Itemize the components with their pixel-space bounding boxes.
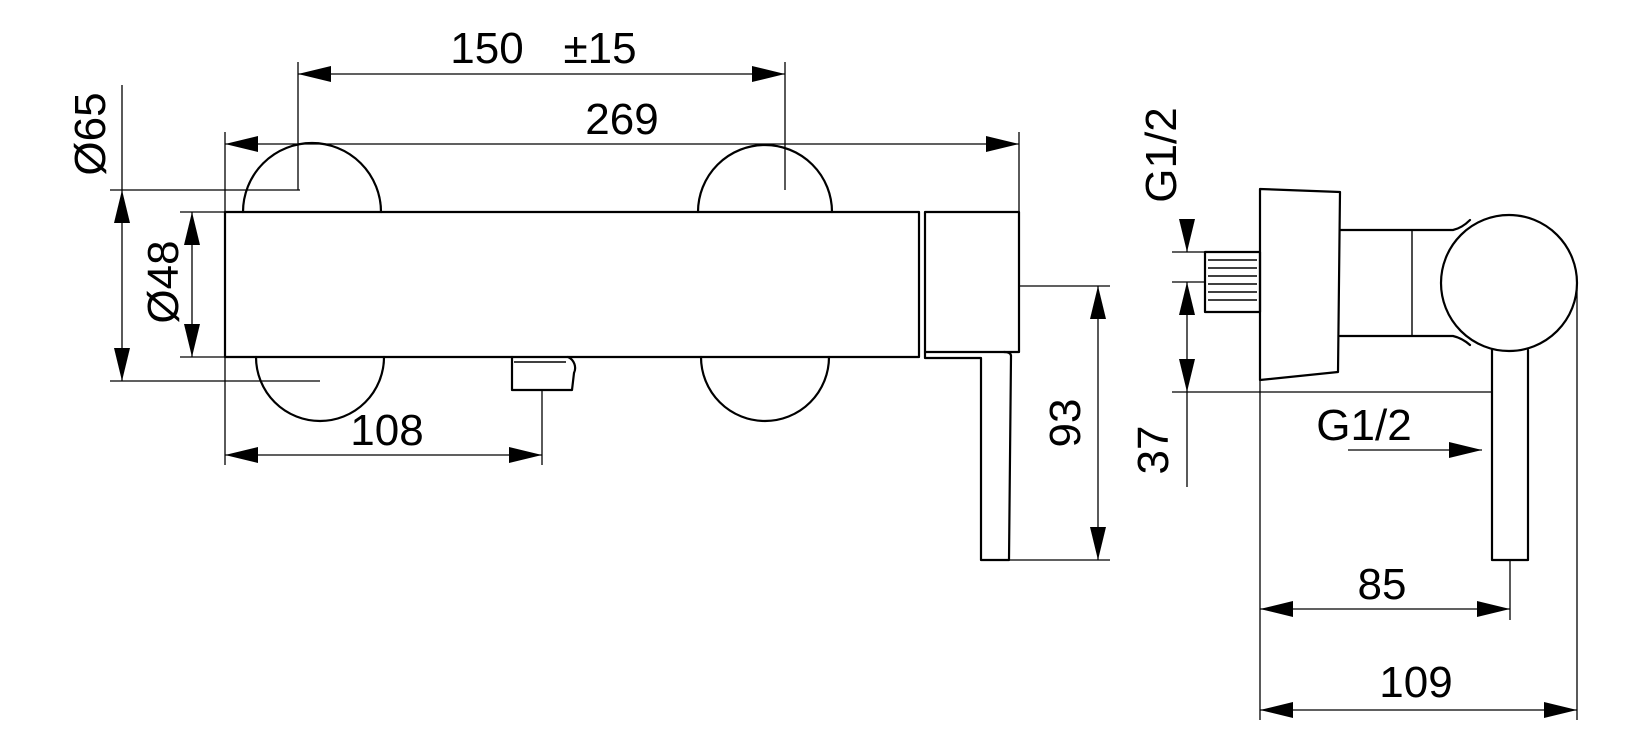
side-lever-stem bbox=[1490, 348, 1530, 562]
arrow-150-left bbox=[298, 66, 331, 82]
thread-lines bbox=[1208, 259, 1257, 301]
arrow-93-bottom bbox=[1090, 527, 1106, 560]
arrow-108-right bbox=[509, 447, 542, 463]
side-view: G1/2 37 G1/2 85 109 bbox=[1129, 107, 1579, 720]
rosette-right-top bbox=[696, 143, 834, 214]
side-body bbox=[1338, 218, 1472, 347]
arrow-269-right bbox=[986, 136, 1019, 152]
arrow-37-bottom bbox=[1179, 359, 1195, 392]
mixer-body bbox=[223, 210, 921, 359]
arrow-85-right bbox=[1477, 601, 1510, 617]
dim-37: 37 bbox=[1129, 426, 1178, 475]
arrow-85-left bbox=[1260, 601, 1293, 617]
dim-g12-inlet: G1/2 bbox=[1137, 107, 1186, 202]
dim-108: 108 bbox=[350, 406, 423, 455]
arrow-g12-outlet bbox=[1449, 442, 1482, 458]
dim-tolerance: ±15 bbox=[563, 24, 636, 73]
side-rosette bbox=[1258, 187, 1342, 382]
arrow-37-top bbox=[1179, 282, 1195, 315]
arrow-g12-inlet bbox=[1179, 219, 1195, 252]
arrow-109-left bbox=[1260, 702, 1293, 718]
dim-g12-outlet: G1/2 bbox=[1316, 401, 1411, 450]
rosette-right-bottom bbox=[699, 355, 831, 423]
outlet-nozzle bbox=[510, 355, 577, 392]
inlet-thread-connector bbox=[1203, 250, 1262, 314]
lever-hub bbox=[923, 210, 1021, 354]
dim-109: 109 bbox=[1379, 658, 1452, 707]
arrow-108-left bbox=[225, 447, 258, 463]
dim-269: 269 bbox=[585, 95, 658, 144]
rosette-left-bottom bbox=[254, 355, 386, 423]
dim-150: 150 bbox=[450, 24, 523, 73]
arrow-48-top bbox=[184, 212, 200, 245]
dim-65: Ø65 bbox=[66, 92, 115, 175]
dim-48: Ø48 bbox=[139, 240, 188, 323]
rosette-left-top bbox=[241, 141, 383, 214]
arrow-65-top bbox=[114, 190, 130, 223]
arrow-150-right bbox=[752, 66, 785, 82]
dim-93: 93 bbox=[1041, 399, 1090, 448]
arrow-109-right bbox=[1544, 702, 1577, 718]
arrow-93-top bbox=[1090, 286, 1106, 319]
arrow-48-bottom bbox=[184, 324, 200, 357]
arrow-65-bottom bbox=[114, 348, 130, 381]
lever-handle bbox=[923, 350, 1013, 562]
front-view: 150 ±15 269 Ø65 Ø48 108 bbox=[66, 24, 1110, 562]
side-lever-hub bbox=[1439, 213, 1579, 353]
dim-85: 85 bbox=[1358, 560, 1407, 609]
arrow-269-left bbox=[225, 136, 258, 152]
